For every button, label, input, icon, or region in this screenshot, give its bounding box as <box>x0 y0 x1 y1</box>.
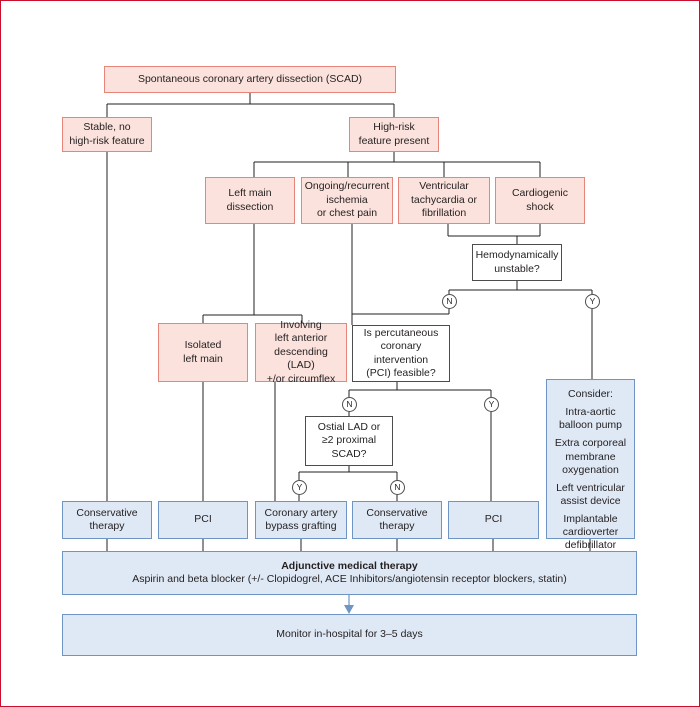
stable-label: Stable, no high-risk feature <box>69 121 145 147</box>
pci-node-2: PCI <box>448 501 539 539</box>
pci-feasible-label: Is percutaneous coronary intervention (P… <box>363 326 439 379</box>
high-risk-node: High-risk feature present <box>349 117 439 152</box>
ostial-yes-marker: Y <box>292 480 307 495</box>
left-main-dissection-node: Left main dissection <box>205 177 295 224</box>
pci-node-1: PCI <box>158 501 248 539</box>
ostial-lad-label: Ostial LAD or ≥2 proximal SCAD? <box>317 420 381 460</box>
pci-label-1: PCI <box>194 513 212 526</box>
ventricular-tachycardia-label: Ventricular tachycardia or fibrillation <box>411 180 477 220</box>
conservative-therapy-label-1: Conservative therapy <box>76 506 138 532</box>
consider-box: Consider: Intra-aortic balloon pump Extr… <box>546 379 635 551</box>
adjunctive-therapy-title: Adjunctive medical therapy <box>281 559 418 572</box>
unstable-yes-marker: Y <box>585 294 600 309</box>
isolated-left-main-label: Isolated left main <box>183 339 223 365</box>
consider-item-ecmo: Extra corporeal membrane oxygenation <box>554 437 627 476</box>
adjunctive-therapy-node: Adjunctive medical therapy Aspirin and b… <box>62 551 637 595</box>
hemodynamically-unstable-label: Hemodynamically unstable? <box>475 249 559 275</box>
ventricular-tachycardia-node: Ventricular tachycardia or fibrillation <box>398 177 490 224</box>
consider-item-iabp: Intra-aortic balloon pump <box>558 406 623 432</box>
consider-title: Consider: <box>568 388 613 400</box>
high-risk-label: High-risk feature present <box>358 121 430 147</box>
pci-feasible-yes-marker: Y <box>484 397 499 412</box>
left-main-dissection-label: Left main dissection <box>226 187 274 213</box>
involving-lad-node: Involving left anterior descending (LAD)… <box>255 319 347 385</box>
consider-item-lvad: Left ventricular assist device <box>556 481 625 507</box>
conservative-therapy-node-1: Conservative therapy <box>62 501 152 539</box>
monitor-node: Monitor in-hospital for 3–5 days <box>62 614 637 656</box>
ostial-lad-node: Ostial LAD or ≥2 proximal SCAD? <box>305 416 393 466</box>
arrow-down-icon <box>344 605 354 614</box>
scad-node: Spontaneous coronary artery dissection (… <box>104 66 396 93</box>
pci-label-2: PCI <box>484 513 503 526</box>
ostial-no-marker: N <box>390 480 405 495</box>
consider-item-icd: Implantable cardioverter defibrillator <box>562 513 619 552</box>
ischemia-label: Ongoing/recurrent ischemia or chest pain <box>304 180 390 220</box>
hemodynamically-unstable-node: Hemodynamically unstable? <box>472 244 562 281</box>
monitor-label: Monitor in-hospital for 3–5 days <box>276 628 423 641</box>
cardiogenic-shock-node: Cardiogenic shock <box>495 177 585 224</box>
cabg-label: Coronary artery bypass grafting <box>264 506 338 532</box>
conservative-therapy-node-2: Conservative therapy <box>352 501 442 539</box>
ischemia-node: Ongoing/recurrent ischemia or chest pain <box>301 177 393 224</box>
pci-feasible-node: Is percutaneous coronary intervention (P… <box>352 325 450 382</box>
cardiogenic-shock-label: Cardiogenic shock <box>511 187 569 213</box>
unstable-no-marker: N <box>442 294 457 309</box>
involving-lad-label: Involving left anterior descending (LAD)… <box>266 318 336 385</box>
pci-feasible-no-marker: N <box>342 397 357 412</box>
adjunctive-therapy-text: Aspirin and beta blocker (+/- Clopidogre… <box>132 573 567 585</box>
conservative-therapy-label-2: Conservative therapy <box>366 506 428 532</box>
scad-label: Spontaneous coronary artery dissection (… <box>137 72 363 85</box>
stable-node: Stable, no high-risk feature <box>62 117 152 152</box>
isolated-left-main-node: Isolated left main <box>158 323 248 382</box>
cabg-node: Coronary artery bypass grafting <box>255 501 347 539</box>
